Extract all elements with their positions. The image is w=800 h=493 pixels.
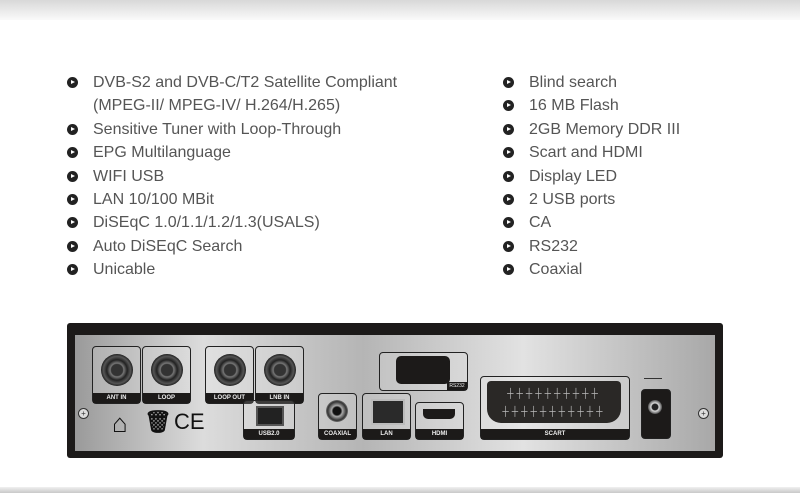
lan-port: LAN xyxy=(362,393,411,440)
hdmi-port: HDMI xyxy=(415,402,464,440)
f-connector-icon xyxy=(213,354,246,386)
feature-item: WIFI USB xyxy=(67,165,397,188)
feature-item: DVB-S2 and DVB-C/T2 Satellite Compliant xyxy=(67,71,397,94)
bullet-icon xyxy=(503,264,514,276)
ce-mark: CE xyxy=(174,409,205,434)
f-connector-icon xyxy=(150,354,183,386)
bullet-icon xyxy=(503,123,514,135)
screw-icon: + xyxy=(698,408,709,419)
bullet-icon xyxy=(67,123,78,135)
bullet-icon xyxy=(67,217,78,229)
feature-item: LAN 10/100 MBit xyxy=(67,188,397,211)
feature-text: Coaxial xyxy=(529,261,583,279)
bullet-icon xyxy=(503,77,514,88)
bullet-icon xyxy=(503,240,514,252)
bottom-banner-bar xyxy=(0,487,800,493)
bullet-icon xyxy=(67,193,78,205)
feature-text: Display LED xyxy=(529,167,618,185)
lnb-in-port: LNB IN xyxy=(255,346,304,404)
bullet-icon xyxy=(67,240,78,252)
port-label: HDMI xyxy=(416,429,463,439)
features-list-right: Blind search 16 MB Flash 2GB Memory DDR … xyxy=(503,71,680,282)
feature-text: WIFI USB xyxy=(93,167,165,185)
feature-text: EPG Multilanguage xyxy=(93,144,231,162)
feature-item: 16 MB Flash xyxy=(503,94,680,117)
loop-out-port: LOOP OUT xyxy=(205,346,254,404)
port-label: COAXIAL xyxy=(319,429,356,439)
feature-text: 2GB Memory DDR III xyxy=(529,120,681,138)
feature-text: CA xyxy=(529,214,552,232)
bullet-icon xyxy=(503,217,514,229)
metal-plate: ANT IN LOOP LOOP OUT LNB IN RS232 ⌂ 🗑 CE… xyxy=(75,335,715,451)
indoor-use-house-icon: ⌂ xyxy=(112,408,128,438)
rs232-port: RS232 xyxy=(379,352,468,391)
feature-item: Display LED xyxy=(503,165,680,188)
dc-power-port xyxy=(641,389,671,439)
feature-text: 16 MB Flash xyxy=(529,97,619,115)
feature-text: Blind search xyxy=(529,74,618,91)
weee-bin-icon: 🗑 xyxy=(144,409,172,434)
usb-icon xyxy=(256,406,284,426)
feature-text: (MPEG-II/ MPEG-IV/ H.264/H.265) xyxy=(93,97,341,115)
bullet-icon xyxy=(503,100,514,112)
screw-icon: + xyxy=(78,408,89,419)
port-label: SCART xyxy=(481,429,629,439)
port-label: LNB IN xyxy=(256,393,303,403)
feature-text: DVB-S2 and DVB-C/T2 Satellite Compliant xyxy=(93,74,398,91)
feature-text: Scart and HDMI xyxy=(529,144,643,162)
feature-text: DiSEqC 1.0/1.1/1.2/1.3(USALS) xyxy=(93,214,320,232)
bullet-icon xyxy=(67,147,78,159)
f-connector-icon xyxy=(263,354,296,386)
port-label: LAN xyxy=(363,429,410,439)
ant-in-port: ANT IN xyxy=(92,346,141,404)
feature-item: Sensitive Tuner with Loop-Through xyxy=(67,118,397,141)
feature-item-continuation: (MPEG-II/ MPEG-IV/ H.264/H.265) xyxy=(67,94,397,117)
rj45-icon xyxy=(371,399,405,425)
feature-item: Unicable xyxy=(67,258,397,281)
feature-item: Blind search xyxy=(503,71,680,94)
port-label: RS232 xyxy=(447,382,467,390)
bullet-icon xyxy=(503,193,514,205)
coaxial-port: COAXIAL xyxy=(318,393,357,440)
feature-text: Auto DiSEqC Search xyxy=(93,237,243,255)
feature-text: 2 USB ports xyxy=(529,190,616,208)
receiver-back-panel: ANT IN LOOP LOOP OUT LNB IN RS232 ⌂ 🗑 CE… xyxy=(67,323,723,458)
port-label: USB2.0 xyxy=(244,429,294,439)
port-label: LOOP xyxy=(143,393,190,403)
rca-connector-icon xyxy=(326,400,348,422)
feature-item: Scart and HDMI xyxy=(503,141,680,164)
f-connector-icon xyxy=(100,354,133,386)
bullet-icon xyxy=(67,264,78,276)
port-label: ANT IN xyxy=(93,393,140,403)
usb-port: USB2.0 xyxy=(243,400,295,440)
hdmi-icon xyxy=(423,409,455,419)
db9-connector-icon xyxy=(396,356,450,384)
scart-connector-icon: ┼┼┼┼┼┼┼┼┼┼┼┼┼┼┼┼┼┼┼┼┼ xyxy=(487,381,621,423)
feature-text: RS232 xyxy=(529,237,578,255)
polarity-symbol-icon xyxy=(644,378,662,379)
feature-item: CA xyxy=(503,211,680,234)
bullet-icon xyxy=(67,77,78,88)
bullet-icon xyxy=(503,147,514,159)
top-banner-bar xyxy=(0,0,800,20)
feature-item: Auto DiSEqC Search xyxy=(67,235,397,258)
feature-item: EPG Multilanguage xyxy=(67,141,397,164)
bullet-icon xyxy=(67,170,78,182)
feature-item: 2GB Memory DDR III xyxy=(503,118,680,141)
bullet-icon xyxy=(503,170,514,182)
feature-text: Unicable xyxy=(93,261,156,279)
feature-item: DiSEqC 1.0/1.1/1.2/1.3(USALS) xyxy=(67,211,397,234)
feature-text: Sensitive Tuner with Loop-Through xyxy=(93,120,342,138)
scart-port: ┼┼┼┼┼┼┼┼┼┼┼┼┼┼┼┼┼┼┼┼┼ SCART xyxy=(480,376,630,440)
port-label: LOOP OUT xyxy=(206,393,253,403)
feature-item: 2 USB ports xyxy=(503,188,680,211)
feature-item: Coaxial xyxy=(503,258,680,281)
feature-item: RS232 xyxy=(503,235,680,258)
dc-jack-icon xyxy=(648,400,662,414)
features-list-left: DVB-S2 and DVB-C/T2 Satellite Compliant … xyxy=(67,71,397,282)
feature-text: LAN 10/100 MBit xyxy=(93,190,214,208)
loop-port: LOOP xyxy=(142,346,191,404)
